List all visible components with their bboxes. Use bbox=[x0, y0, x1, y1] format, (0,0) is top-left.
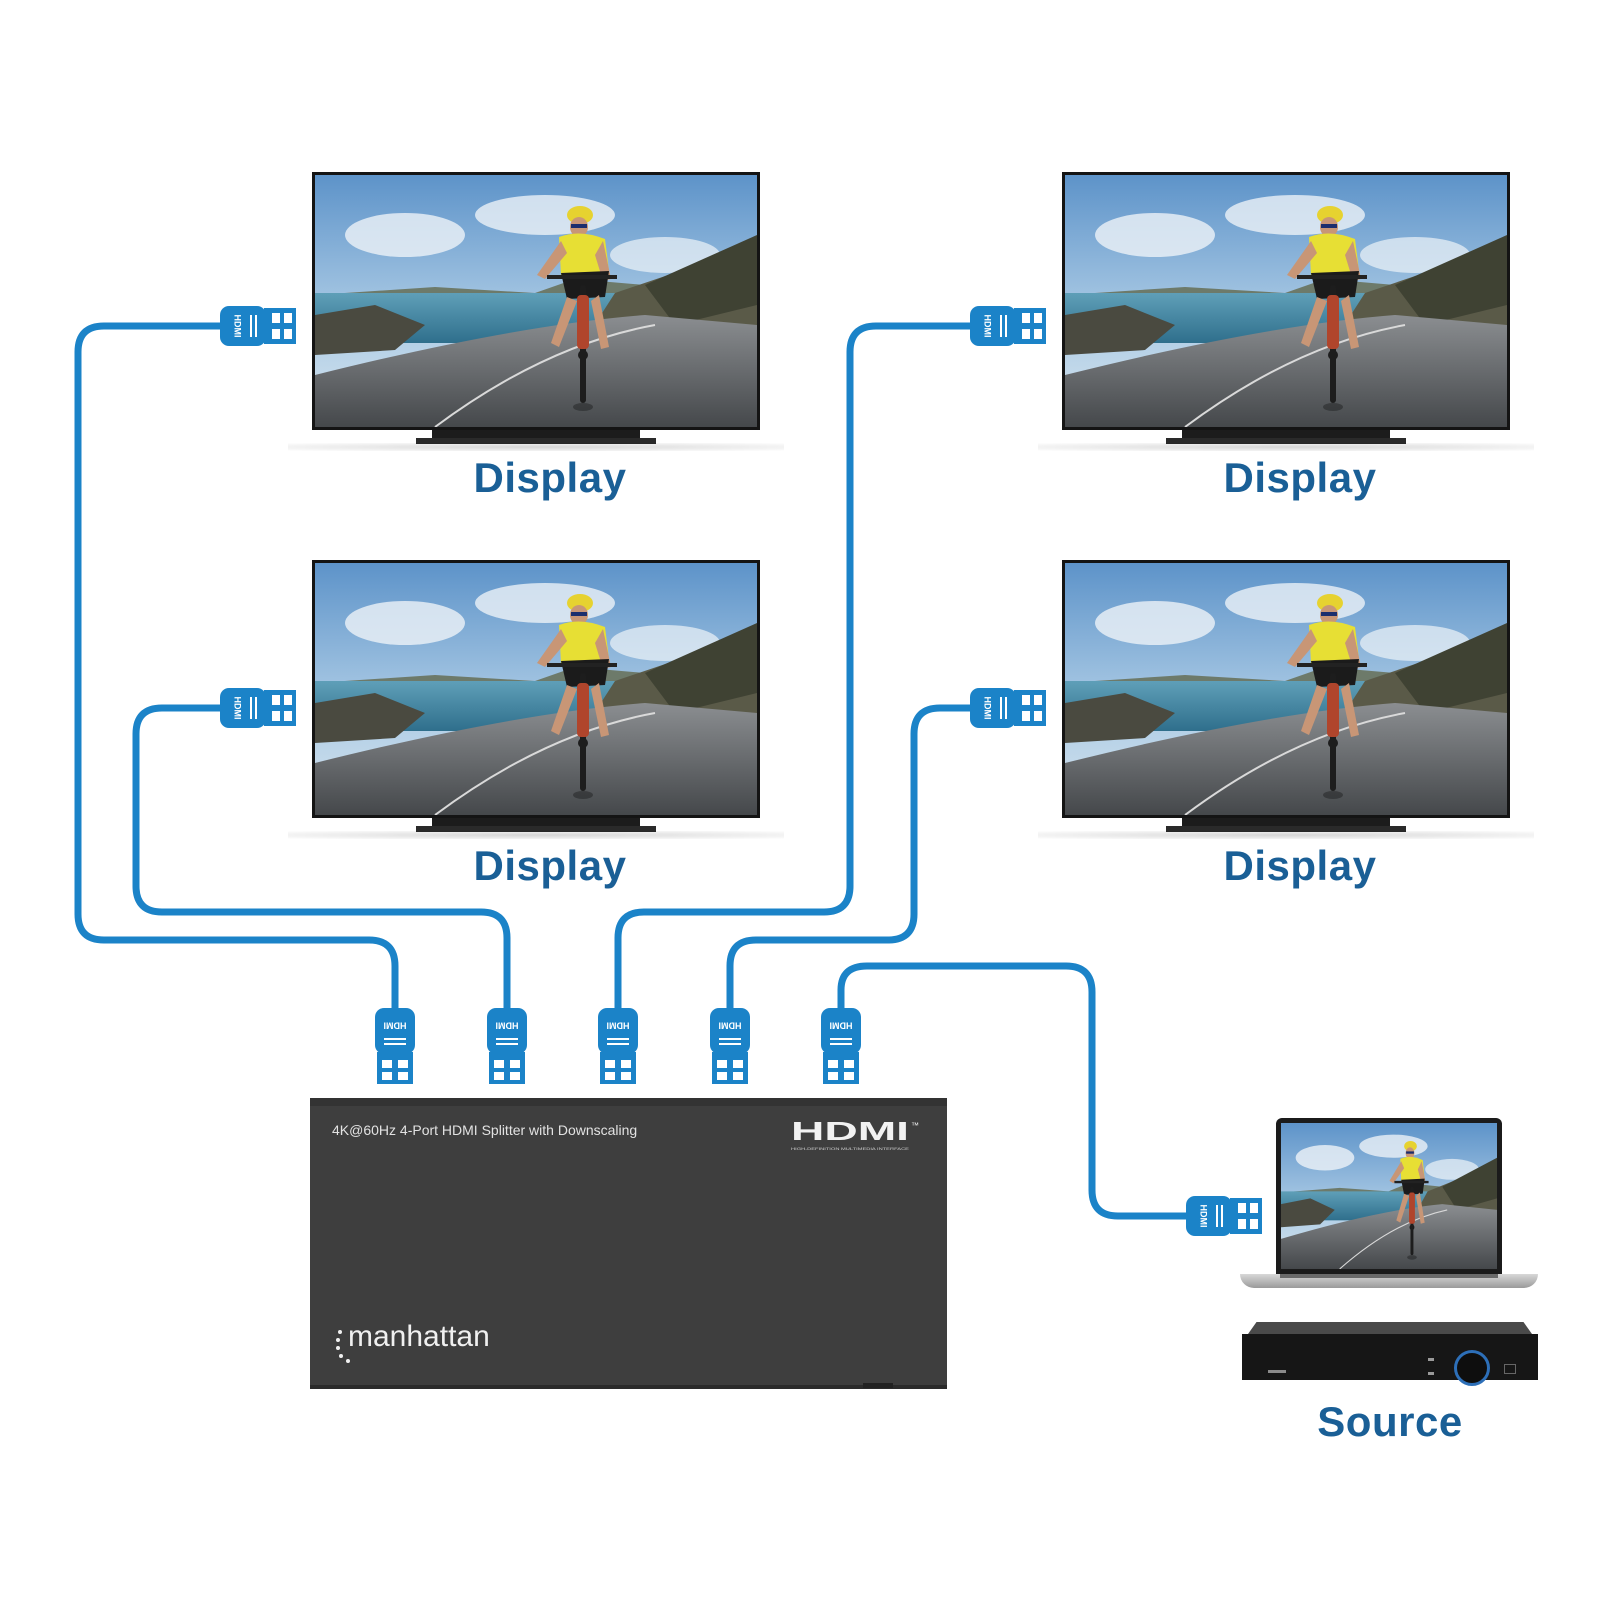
display-tv-4 bbox=[1062, 560, 1510, 842]
hdmi-connector-icon bbox=[487, 1008, 527, 1084]
display-label-1: Display bbox=[400, 454, 700, 502]
hdmi-logo-tagline: HIGH-DEFINITION MULTIMEDIA INTERFACE bbox=[791, 1146, 909, 1151]
cyclist-scene-icon bbox=[1065, 563, 1507, 815]
hdmi-connector-icon bbox=[598, 1008, 638, 1084]
display-tv-3 bbox=[312, 560, 760, 842]
cyclist-scene-icon bbox=[315, 563, 757, 815]
display-label-4: Display bbox=[1150, 842, 1450, 890]
hdmi-connector-icon bbox=[220, 688, 296, 728]
source-label: Source bbox=[1240, 1398, 1540, 1446]
tv-icon bbox=[1062, 172, 1510, 430]
hdmi-connector-icon bbox=[375, 1008, 415, 1084]
hdmi-connector-icon bbox=[710, 1008, 750, 1084]
display-tv-2 bbox=[1062, 172, 1510, 454]
splitter-model-text: 4K@60Hz 4-Port HDMI Splitter with Downsc… bbox=[332, 1122, 637, 1138]
display-label-2: Display bbox=[1150, 454, 1450, 502]
hdmi-connector-icon bbox=[821, 1008, 861, 1084]
cyclist-scene-icon bbox=[1281, 1123, 1497, 1269]
hdmi-logo: HDMI ™ HIGH-DEFINITION MULTIMEDIA INTERF… bbox=[791, 1120, 925, 1157]
hdmi-connector-icon bbox=[970, 688, 1046, 728]
hdmi-connector-icon bbox=[220, 306, 296, 346]
tv-icon bbox=[1062, 560, 1510, 818]
tv-icon bbox=[312, 560, 760, 818]
hdmi-logo-tm: ™ bbox=[911, 1121, 919, 1130]
hdmi-connector-icon bbox=[970, 306, 1046, 346]
tv-icon bbox=[312, 172, 760, 430]
laptop-icon bbox=[1240, 1118, 1538, 1298]
hdmi-splitter-device: 4K@60Hz 4-Port HDMI Splitter with Downsc… bbox=[310, 1098, 947, 1385]
display-tv-1 bbox=[312, 172, 760, 454]
cyclist-scene-icon bbox=[315, 175, 757, 427]
dvr-icon bbox=[1242, 1322, 1538, 1380]
brand-name: manhattan bbox=[348, 1320, 490, 1354]
cyclist-scene-icon bbox=[1065, 175, 1507, 427]
display-label-3: Display bbox=[400, 842, 700, 890]
hdmi-logo-text: HDMI bbox=[791, 1120, 909, 1146]
